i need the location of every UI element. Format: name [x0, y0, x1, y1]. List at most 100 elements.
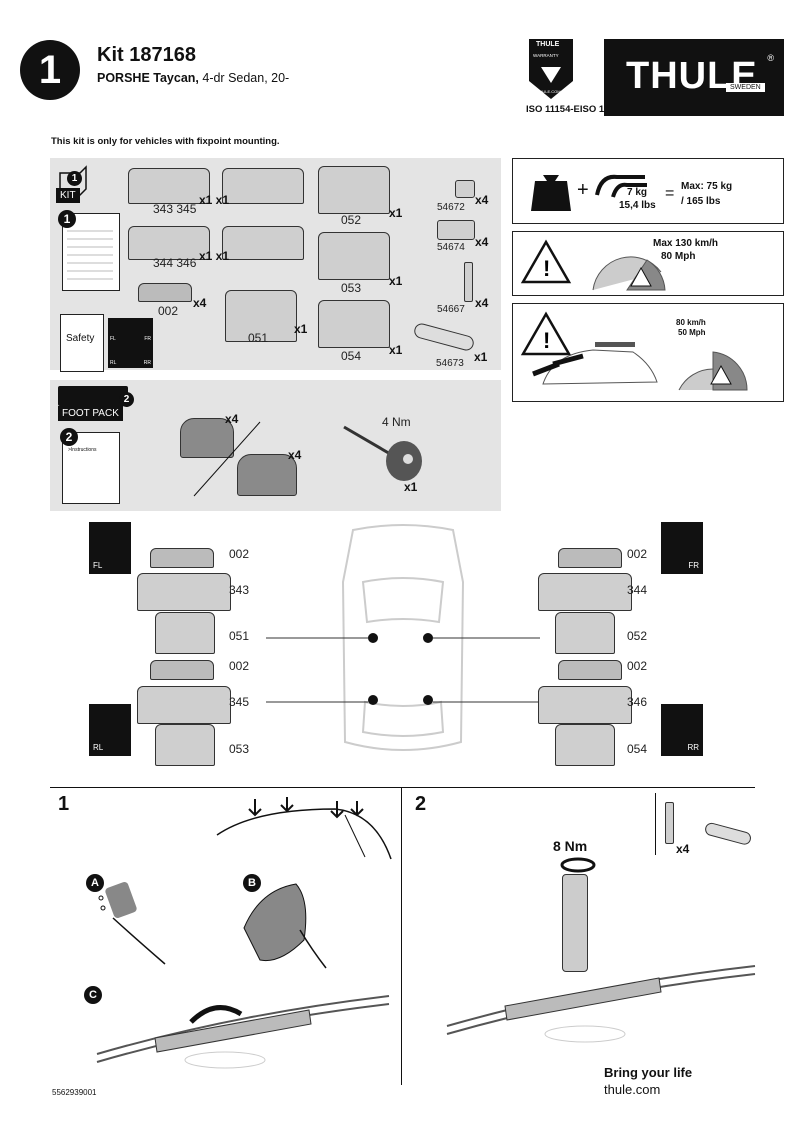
- substep-a-badge: A: [86, 874, 104, 892]
- warranty-url: THULE.COM: [537, 89, 561, 94]
- rl-top-code: 002: [229, 659, 250, 673]
- part-qty-54667: x4: [475, 296, 489, 310]
- part-code-054: 054: [341, 349, 362, 363]
- part-051-illustration: [225, 290, 297, 342]
- part-code-54667: 54667: [437, 304, 465, 315]
- corner-fl: FL: [110, 336, 116, 342]
- bolt-qty: x4: [676, 842, 690, 856]
- part-054-illustration: [318, 300, 390, 348]
- foot-doc-text: >Instructions: [68, 447, 97, 453]
- divider-line: [193, 421, 261, 497]
- foot-pack-badge: 2: [119, 392, 134, 407]
- part-54667-illustration: [464, 262, 473, 302]
- warranty-brand: THULE: [536, 41, 560, 48]
- website-link[interactable]: thule.com: [604, 1082, 661, 1097]
- warning-triangle-icon-2: !: [520, 311, 572, 356]
- corner-rr: RR: [143, 360, 151, 366]
- warranty-text: WARRANTY: [533, 53, 559, 58]
- weight-icon: [531, 175, 571, 211]
- foot-qty-1: x4: [225, 412, 239, 426]
- torque-key-icon: [343, 425, 422, 481]
- warranty-shield-icon: [529, 39, 573, 99]
- part-qty-54673: x1: [474, 350, 488, 364]
- fr-pad-002: [558, 548, 622, 568]
- fl-top-code: 002: [229, 547, 250, 561]
- part-code-344-346: 344 346: [153, 256, 197, 270]
- safety-label: Safety: [66, 333, 95, 344]
- speed-max-mph: 80 Mph: [661, 251, 696, 262]
- rl-pad-002: [150, 660, 214, 680]
- bolt-install-illustration: [562, 874, 588, 972]
- steps-vertical-divider: [401, 787, 402, 1085]
- foot-pack-box-icon: [58, 386, 128, 406]
- step-1-number: 1: [58, 793, 70, 815]
- fl-corner-icon: FL: [89, 522, 131, 574]
- fr-mid-code: 344: [627, 583, 648, 597]
- fixpoint-cover-illustration: [96, 995, 390, 1069]
- car-wind-illustration: [532, 342, 658, 385]
- foot-illustration-2: [237, 454, 297, 496]
- fl-pad-343: [137, 573, 231, 611]
- warranty-badge: THULE WARRANTY THULE.COM: [527, 37, 575, 101]
- vehicle-detail: 4-dr Sedan, 20-: [198, 71, 290, 85]
- system-weight-lbs: 15,4 lbs: [619, 200, 656, 211]
- rr-pad-002: [558, 660, 622, 680]
- part-qty-54674: x4: [475, 235, 489, 249]
- foot-doc-badge: 2: [60, 428, 78, 446]
- part-code-54673: 54673: [436, 358, 464, 369]
- vehicle-model: PORSHE Taycan,: [97, 71, 199, 85]
- part-code-343-345: 343 345: [153, 202, 197, 216]
- part-54672-illustration: [455, 180, 475, 198]
- vehicle-info: PORSHE Taycan, 4-dr Sedan, 20-: [97, 71, 289, 85]
- step-2-number: 2: [415, 793, 427, 815]
- part-qty-002: x4: [193, 296, 207, 310]
- part-code-54672: 54672: [437, 202, 465, 213]
- part-053-illustration: [318, 232, 390, 280]
- roof-rail-illustration: [446, 965, 756, 1043]
- pad-344-illustration: [128, 226, 210, 260]
- fr-pad-344: [538, 573, 632, 611]
- fr-label: FR: [688, 561, 699, 570]
- rl-corner-icon: RL: [89, 704, 131, 756]
- speed-alt-mph: 50 Mph: [678, 328, 706, 337]
- speed-limit-box: ! Max 130 km/h 80 Mph: [512, 231, 784, 296]
- rl-foot-053: [155, 724, 215, 766]
- substep-c-badge: C: [84, 986, 102, 1004]
- fl-mid-code: 343: [229, 583, 250, 597]
- part-052-illustration: [318, 166, 390, 214]
- speedometer-icon: [592, 256, 666, 291]
- svg-text:!: !: [543, 328, 550, 353]
- logo-country: SWEDEN: [726, 83, 765, 92]
- system-weight-kg: 7 kg: [627, 187, 648, 198]
- part-code-053: 053: [341, 281, 362, 295]
- rr-corner-icon: RR: [661, 704, 703, 756]
- car-roof-illustration: [216, 797, 392, 860]
- pad-345-illustration: [222, 168, 304, 204]
- thule-logo: THULE SWEDEN ®: [604, 39, 784, 116]
- part-qty-343-345: x1 x1: [199, 193, 230, 207]
- registered-mark-icon: ®: [767, 53, 774, 63]
- rr-foot-054: [555, 724, 615, 766]
- bolt-54667-illustration: [665, 802, 674, 844]
- pad-346-illustration: [222, 226, 304, 260]
- fr-foot-052: [555, 612, 615, 654]
- page-step-badge: 1: [20, 40, 80, 100]
- key-torque: 4 Nm: [382, 415, 411, 429]
- part-code-051: 051: [248, 331, 269, 345]
- tagline: Bring your life: [604, 1065, 693, 1080]
- part-code-002: 002: [158, 304, 179, 318]
- max-load-kg: Max: 75 kg: [681, 181, 733, 192]
- document-number: 5562939001: [52, 1088, 97, 1097]
- plus-icon: +: [577, 179, 589, 201]
- warning-triangle-icon: !: [520, 239, 572, 284]
- rl-mid-code: 345: [229, 695, 250, 709]
- part-code-052: 052: [341, 213, 362, 227]
- doc-badge: 1: [58, 210, 76, 228]
- speed-max-kmh: Max 130 km/h: [653, 238, 719, 249]
- part-qty-052: x1: [389, 206, 403, 220]
- plate-54673-illustration: [705, 822, 751, 845]
- kit-badge: 1: [67, 171, 82, 186]
- car-top-view-outline: [266, 524, 540, 751]
- corner-fr: FR: [144, 336, 151, 342]
- fr-corner-icon: FR: [661, 522, 703, 574]
